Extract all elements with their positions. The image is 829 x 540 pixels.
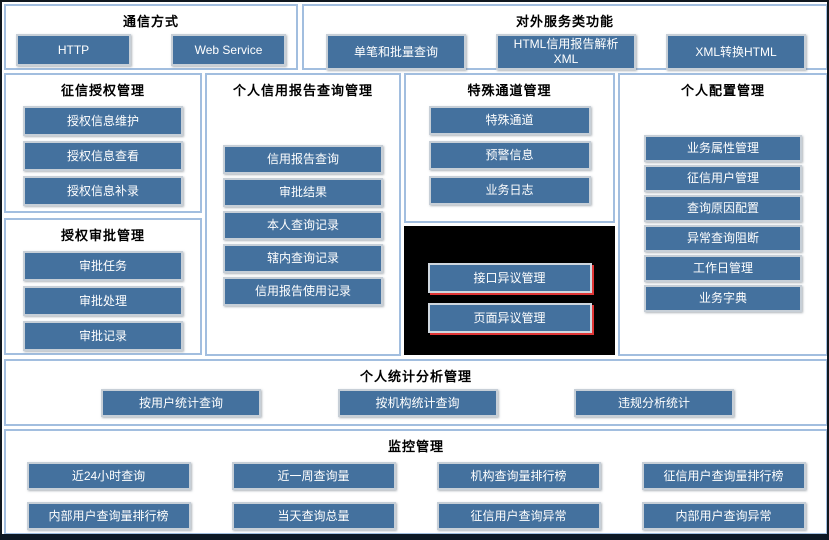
personal-config-buttons: 业务属性管理 征信用户管理 查询原因配置 异常查询阻断 工作日管理 业务字典 xyxy=(620,135,826,312)
special-channel-buttons: 特殊通道 预警信息 业务日志 xyxy=(406,106,613,205)
button-business-attribute-mgmt[interactable]: 业务属性管理 xyxy=(644,135,802,162)
button-violation-analysis[interactable]: 违规分析统计 xyxy=(574,389,734,417)
button-internal-user-query-ranking[interactable]: 内部用户查询量排行榜 xyxy=(26,502,191,530)
section-personal-statistics-title: 个人统计分析管理 xyxy=(359,369,472,384)
button-org-query-ranking[interactable]: 机构查询量排行榜 xyxy=(436,462,601,490)
section-communication: 通信方式 HTTP Web Service xyxy=(4,4,298,70)
section-personal-config-title: 个人配置管理 xyxy=(680,83,765,98)
button-special-channel[interactable]: 特殊通道 xyxy=(428,106,591,135)
panel-dispute-management: 接口异议管理 页面异议管理 xyxy=(404,226,615,355)
button-stats-by-org[interactable]: 按机构统计查询 xyxy=(337,389,498,417)
section-credit-report-query-title: 个人信用报告查询管理 xyxy=(232,83,373,98)
section-special-channel-title: 特殊通道管理 xyxy=(467,83,552,98)
credit-report-query-buttons: 信用报告查询 审批结果 本人查询记录 辖内查询记录 信用报告使用记录 xyxy=(207,145,399,306)
button-report-usage-record[interactable]: 信用报告使用记录 xyxy=(223,277,383,306)
section-authorization-approval-title: 授权审批管理 xyxy=(60,228,145,243)
personal-statistics-buttons: 按用户统计查询 按机构统计查询 违规分析统计 xyxy=(6,385,826,417)
monitoring-buttons: 近24小时查询 近一周查询量 机构查询量排行榜 征信用户查询量排行榜 内部用户查… xyxy=(6,462,826,530)
button-http[interactable]: HTTP xyxy=(16,34,131,66)
button-approval-result[interactable]: 审批结果 xyxy=(223,178,383,207)
section-external-services: 对外服务类功能 单笔和批量查询 HTML信用报告解析XML XML转换HTML xyxy=(302,4,827,70)
button-credit-user-query-abnormal[interactable]: 征信用户查询异常 xyxy=(436,502,601,530)
section-credit-authorization-title: 征信授权管理 xyxy=(60,83,145,98)
button-html-report-parse-xml[interactable]: HTML信用报告解析XML xyxy=(496,34,636,70)
button-auth-info-view[interactable]: 授权信息查看 xyxy=(23,141,183,171)
dispute-management-buttons: 接口异议管理 页面异议管理 xyxy=(404,263,615,333)
external-services-buttons: 单笔和批量查询 HTML信用报告解析XML XML转换HTML xyxy=(304,30,826,70)
button-web-service[interactable]: Web Service xyxy=(171,34,286,66)
credit-authorization-buttons: 授权信息维护 授权信息查看 授权信息补录 xyxy=(6,106,200,206)
button-xml-to-html[interactable]: XML转换HTML xyxy=(666,34,806,70)
button-query-reason-config[interactable]: 查询原因配置 xyxy=(644,195,802,222)
button-page-dispute-mgmt[interactable]: 页面异议管理 xyxy=(427,303,592,333)
authorization-approval-buttons: 审批任务 审批处理 审批记录 xyxy=(6,251,200,351)
button-abnormal-query-block[interactable]: 异常查询阻断 xyxy=(644,225,802,252)
section-special-channel: 特殊通道管理 特殊通道 预警信息 业务日志 xyxy=(404,73,615,223)
button-approval-process[interactable]: 审批处理 xyxy=(23,286,183,316)
button-last-week-query-volume[interactable]: 近一周查询量 xyxy=(231,462,396,490)
button-single-batch-query[interactable]: 单笔和批量查询 xyxy=(326,34,466,70)
button-auth-info-maintain[interactable]: 授权信息维护 xyxy=(23,106,183,136)
button-business-dictionary[interactable]: 业务字典 xyxy=(644,285,802,312)
communication-buttons: HTTP Web Service xyxy=(6,30,296,66)
section-monitoring: 监控管理 近24小时查询 近一周查询量 机构查询量排行榜 征信用户查询量排行榜 … xyxy=(4,429,827,534)
button-credit-user-mgmt[interactable]: 征信用户管理 xyxy=(644,165,802,192)
section-personal-statistics: 个人统计分析管理 按用户统计查询 按机构统计查询 违规分析统计 xyxy=(4,359,827,426)
section-communication-title: 通信方式 xyxy=(122,14,179,29)
section-credit-authorization: 征信授权管理 授权信息维护 授权信息查看 授权信息补录 xyxy=(4,73,202,213)
button-today-query-total[interactable]: 当天查询总量 xyxy=(231,502,396,530)
section-external-services-title: 对外服务类功能 xyxy=(515,14,614,29)
button-business-log[interactable]: 业务日志 xyxy=(428,176,591,205)
button-last-24h-query[interactable]: 近24小时查询 xyxy=(26,462,191,490)
button-credit-user-query-ranking[interactable]: 征信用户查询量排行榜 xyxy=(641,462,806,490)
button-auth-info-supplement[interactable]: 授权信息补录 xyxy=(23,176,183,206)
button-credit-report-query[interactable]: 信用报告查询 xyxy=(223,145,383,174)
button-warning-info[interactable]: 预警信息 xyxy=(428,141,591,170)
button-interface-dispute-mgmt[interactable]: 接口异议管理 xyxy=(427,263,592,293)
button-approval-record[interactable]: 审批记录 xyxy=(23,321,183,351)
button-jurisdiction-query-record[interactable]: 辖内查询记录 xyxy=(223,244,383,273)
button-stats-by-user[interactable]: 按用户统计查询 xyxy=(101,389,261,417)
section-monitoring-title: 监控管理 xyxy=(387,439,444,454)
section-credit-report-query: 个人信用报告查询管理 信用报告查询 审批结果 本人查询记录 辖内查询记录 信用报… xyxy=(205,73,401,356)
section-authorization-approval: 授权审批管理 审批任务 审批处理 审批记录 xyxy=(4,218,202,355)
section-personal-config: 个人配置管理 业务属性管理 征信用户管理 查询原因配置 异常查询阻断 工作日管理… xyxy=(618,73,827,356)
button-approval-task[interactable]: 审批任务 xyxy=(23,251,183,281)
button-workday-mgmt[interactable]: 工作日管理 xyxy=(644,255,802,282)
button-internal-user-query-abnormal[interactable]: 内部用户查询异常 xyxy=(641,502,806,530)
button-self-query-record[interactable]: 本人查询记录 xyxy=(223,211,383,240)
